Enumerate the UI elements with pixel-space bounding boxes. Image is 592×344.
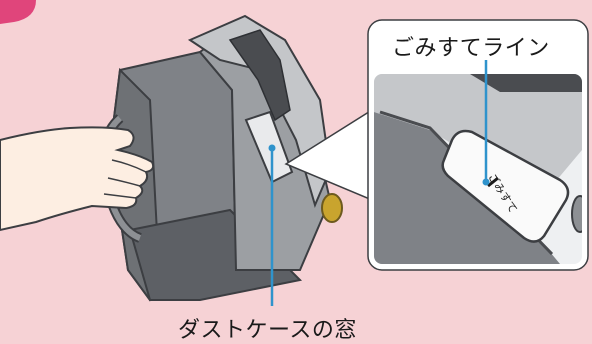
corner-badge — [0, 0, 36, 24]
callout-label: ごみすてライン — [392, 36, 550, 61]
hand-illustration — [0, 126, 155, 232]
leader-dot-bottom — [268, 144, 276, 152]
magnified-window-illustration — [367, 19, 589, 271]
dust-case-window-label: ダストケースの窓 — [178, 318, 357, 343]
leader-dot-top — [482, 178, 490, 186]
dust-case-illustration — [98, 14, 343, 302]
